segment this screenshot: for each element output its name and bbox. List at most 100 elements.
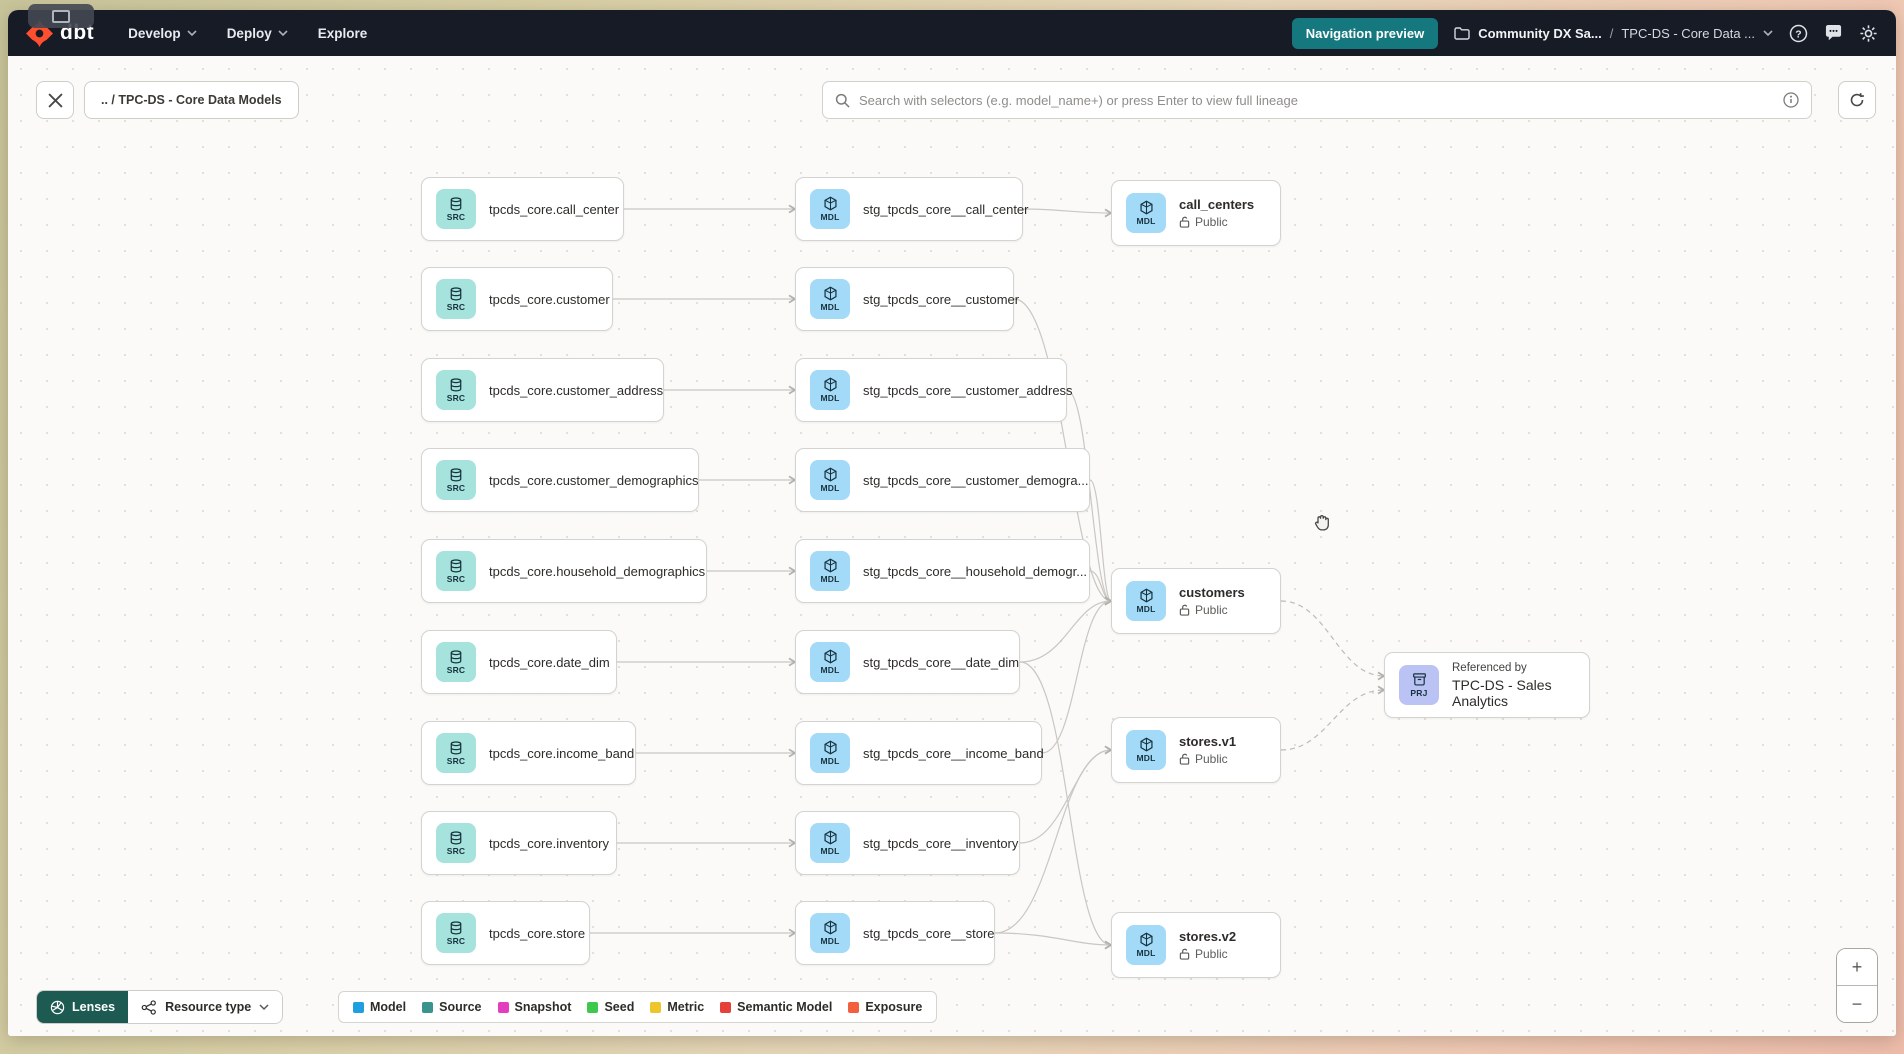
node-label: TPC-DS - Sales Analytics [1452, 676, 1552, 709]
navigation-preview-button[interactable]: Navigation preview [1291, 17, 1439, 49]
source-badge: SRC [436, 642, 476, 682]
source-badge: SRC [436, 460, 476, 500]
chevron-down-icon [278, 29, 288, 36]
help-icon: ? [1789, 24, 1808, 42]
node-source-inventory[interactable]: SRC tpcds_core.inventory [421, 811, 617, 875]
package-icon [1412, 673, 1426, 686]
node-model-stg_inventory[interactable]: MDL stg_tpcds_core__inventory [795, 811, 1020, 875]
chevron-down-icon [259, 1003, 269, 1010]
referenced-by-kicker: Referenced by [1452, 661, 1527, 674]
lock-open-icon [1179, 948, 1190, 960]
node-source-household_demographics[interactable]: SRC tpcds_core.household_demographics [421, 539, 707, 603]
node-source-customer_demographics[interactable]: SRC tpcds_core.customer_demographics [421, 448, 699, 512]
node-label: tpcds_core.call_center [489, 201, 620, 217]
node-model-call_centers[interactable]: MDL call_centers Public [1111, 180, 1281, 246]
close-icon [47, 92, 63, 108]
lenses-button[interactable]: Lenses [37, 991, 129, 1023]
nav-right: Navigation preview Community DX Sa... / … [1291, 17, 1878, 49]
node-label: stg_tpcds_core__customer_address [863, 382, 1073, 398]
lens-aperture-icon [50, 1000, 65, 1014]
node-source-income_band[interactable]: SRC tpcds_core.income_band [421, 721, 636, 785]
zoom-out-button[interactable]: − [1837, 986, 1877, 1022]
refresh-lineage-button[interactable] [1838, 81, 1876, 119]
source-badge: SRC [436, 913, 476, 953]
node-model-stg_call_center[interactable]: MDL stg_tpcds_core__call_center [795, 177, 1029, 241]
legend-item-seed: Seed [587, 1000, 634, 1014]
info-icon[interactable] [1783, 92, 1799, 108]
source-badge: SRC [436, 189, 476, 229]
node-label: stg_tpcds_core__customer [863, 291, 1020, 307]
resource-type-button[interactable]: Resource type [128, 991, 283, 1023]
zoom-in-button[interactable]: + [1837, 949, 1877, 985]
node-project-tpcds-sales-analytics[interactable]: PRJ Referenced by TPC-DS - Sales Analyti… [1384, 652, 1590, 718]
node-model-stores-v2[interactable]: MDL stores.v2 Public [1111, 912, 1281, 978]
exposure-color-swatch [848, 1001, 860, 1013]
node-label: stg_tpcds_core__income_band [863, 745, 1044, 761]
settings-button[interactable] [1859, 24, 1878, 43]
zoom-controls: + − [1836, 948, 1878, 1023]
search-input[interactable] [859, 92, 1774, 108]
node-label: tpcds_core.inventory [489, 835, 609, 851]
database-icon [450, 649, 462, 663]
breadcrumb[interactable]: Community DX Sa... / TPC-DS - Core Data … [1454, 26, 1773, 41]
model-color-swatch [353, 1001, 364, 1013]
node-model-stores-v1[interactable]: MDL stores.v1 Public [1111, 717, 1281, 783]
source-color-swatch [422, 1001, 434, 1013]
cube-icon [823, 558, 837, 573]
database-icon [450, 558, 462, 572]
node-label: tpcds_core.household_demographics [489, 563, 706, 579]
feedback-button[interactable] [1824, 24, 1843, 42]
cube-icon [1139, 588, 1153, 603]
model-badge: MDL [810, 913, 850, 953]
node-model-stg_customer_address[interactable]: MDL stg_tpcds_core__customer_address [795, 358, 1073, 422]
cube-icon [823, 196, 837, 211]
screen-capture-indicator [28, 4, 94, 28]
source-badge: SRC [436, 733, 476, 773]
search-icon [835, 93, 850, 108]
node-label: tpcds_core.date_dim [489, 654, 610, 670]
model-badge: MDL [1126, 730, 1166, 770]
legend-item-metric: Metric [650, 1000, 704, 1014]
model-badge: MDL [1126, 193, 1166, 233]
cube-icon [823, 649, 837, 664]
cube-icon [1139, 932, 1153, 947]
nav-item-develop[interactable]: Develop [128, 26, 197, 41]
top-nav: dbt Develop Deploy Explore Navigation pr… [8, 10, 1896, 56]
lineage-canvas[interactable]: .. / TPC-DS - Core Data Models SRC tpcds… [8, 56, 1896, 1036]
node-source-customer_address[interactable]: SRC tpcds_core.customer_address [421, 358, 664, 422]
resource-type-icon [141, 999, 156, 1015]
node-label: stg_tpcds_core__inventory [863, 835, 1019, 851]
nav-item-deploy[interactable]: Deploy [227, 26, 288, 41]
feedback-chat-icon [1825, 24, 1842, 41]
node-label: tpcds_core.customer_demographics [489, 472, 699, 488]
node-source-customer[interactable]: SRC tpcds_core.customer [421, 267, 613, 331]
node-model-stg_income_band[interactable]: MDL stg_tpcds_core__income_band [795, 721, 1044, 785]
node-label: customers [1179, 585, 1245, 600]
node-source-date_dim[interactable]: SRC tpcds_core.date_dim [421, 630, 617, 694]
model-badge: MDL [810, 370, 850, 410]
lineage-breadcrumb-chip[interactable]: .. / TPC-DS - Core Data Models [84, 81, 299, 119]
node-model-stg_store[interactable]: MDL stg_tpcds_core__store [795, 901, 995, 965]
cube-icon [1139, 200, 1153, 215]
node-model-stg_customer_demographics[interactable]: MDL stg_tpcds_core__customer_demogra... [795, 448, 1090, 512]
help-button[interactable]: ? [1789, 24, 1808, 43]
legend-item-snapshot: Snapshot [497, 1000, 571, 1014]
nav-item-explore[interactable]: Explore [317, 25, 368, 41]
node-source-store[interactable]: SRC tpcds_core.store [421, 901, 590, 965]
node-model-stg_date_dim[interactable]: MDL stg_tpcds_core__date_dim [795, 630, 1020, 694]
chevron-down-icon [187, 29, 197, 36]
node-label: stg_tpcds_core__household_demogr... [863, 563, 1088, 579]
node-label: stores.v2 [1179, 929, 1237, 944]
node-model-stg_customer[interactable]: MDL stg_tpcds_core__customer [795, 267, 1019, 331]
model-badge: MDL [810, 189, 850, 229]
database-icon [450, 830, 462, 844]
node-model-stg_household_demographics[interactable]: MDL stg_tpcds_core__household_demogr... [795, 539, 1090, 603]
database-icon [450, 286, 462, 300]
legend-item-semantic-model: Semantic Model [720, 1000, 832, 1014]
node-model-customers[interactable]: MDL customers Public [1111, 568, 1281, 634]
node-source-call_center[interactable]: SRC tpcds_core.call_center [421, 177, 624, 241]
source-badge: SRC [436, 551, 476, 591]
lock-open-icon [1179, 753, 1190, 765]
access-badge: Public [1179, 215, 1254, 229]
close-lineage-button[interactable] [36, 81, 74, 119]
